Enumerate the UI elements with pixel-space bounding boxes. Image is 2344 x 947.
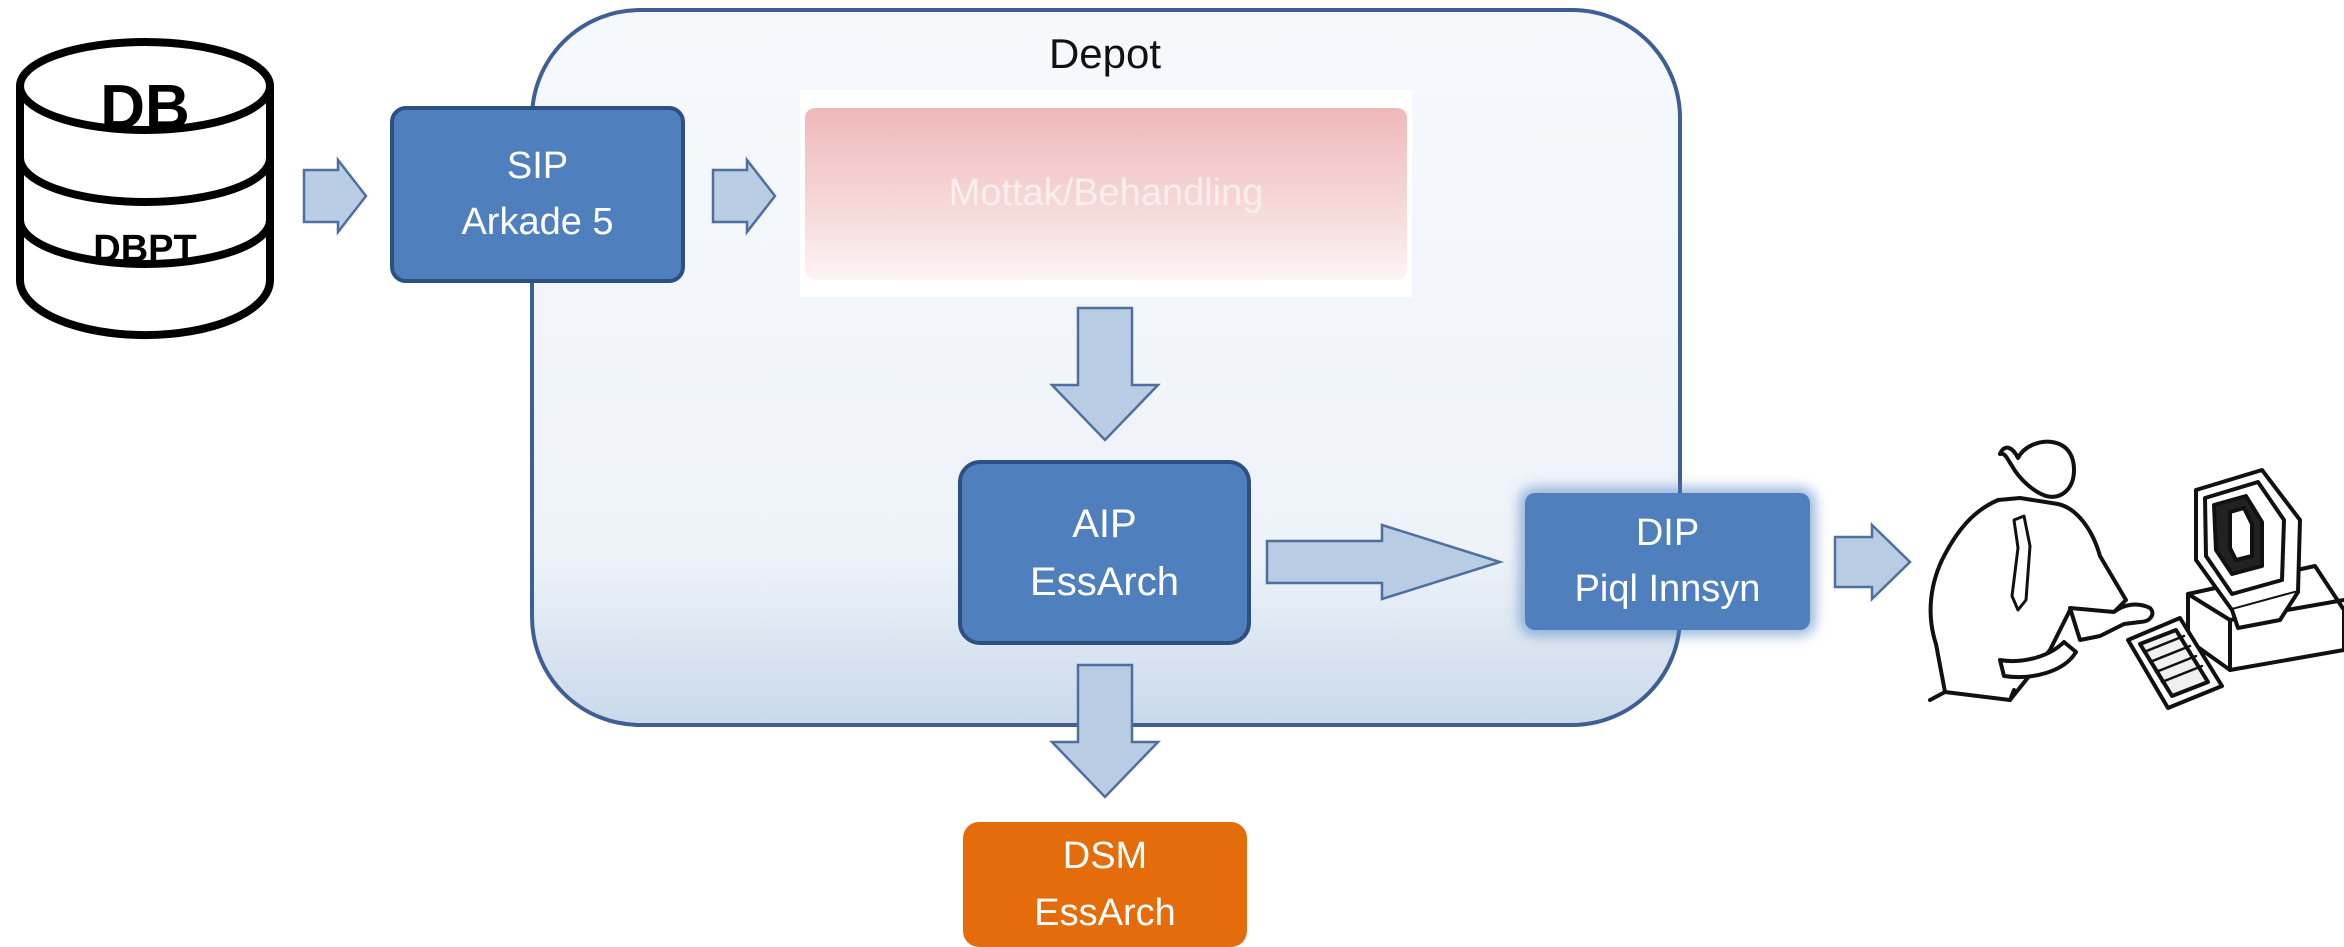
aip-subtitle: EssArch [1030,559,1179,604]
arrow-mottak-to-aip [1049,306,1161,442]
mottak-box: Mottak/Behandling [805,108,1407,280]
database-label: DB [100,73,190,142]
sip-subtitle: Arkade 5 [461,200,614,243]
sip-title: SIP [506,145,569,188]
database-cylinder-icon [16,38,274,340]
arrow-aip-to-dip [1265,523,1505,601]
arrow-db-to-sip [302,156,368,236]
dip-subtitle: Piql Innsyn [1574,567,1761,610]
person-at-computer-icon [1928,439,2344,710]
dsm-subtitle: EssArch [1034,892,1176,934]
dip-title: DIP [1635,512,1700,555]
arrow-sip-to-mottak [711,156,777,236]
aip-box: AIP EssArch [958,460,1251,645]
depot-title: Depot [1048,30,1162,77]
arrow-aip-to-dsm [1049,663,1161,799]
mottak-label: Mottak/Behandling [948,172,1264,215]
sip-box: SIP Arkade 5 [390,106,685,283]
database-sublabel: DBPT [93,228,197,270]
dsm-title: DSM [1062,835,1148,877]
dip-box: DIP Piql Innsyn [1525,493,1810,630]
arrow-dip-to-user [1833,522,1912,602]
aip-title: AIP [1072,501,1137,546]
dsm-box: DSM EssArch [963,822,1247,947]
